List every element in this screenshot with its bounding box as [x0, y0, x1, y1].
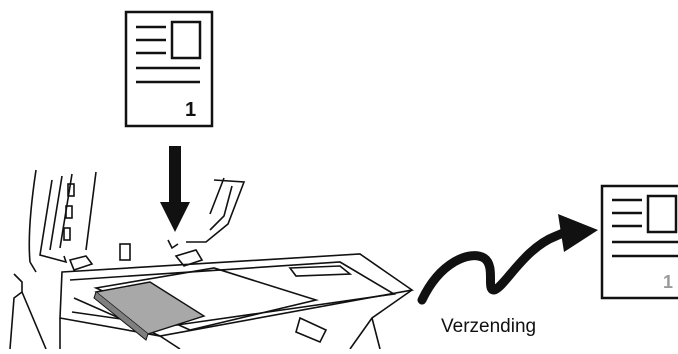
scanner-glass-icon — [10, 170, 412, 349]
original-document-icon: 1 — [126, 12, 212, 126]
received-document-icon: 1 — [602, 186, 678, 298]
transmission-caption: Verzending — [441, 316, 536, 338]
zigzag-transmission-arrow-icon — [422, 214, 598, 300]
arrow-down-icon — [160, 146, 190, 232]
received-page-number: 1 — [663, 272, 673, 292]
original-page-number: 1 — [185, 99, 196, 121]
